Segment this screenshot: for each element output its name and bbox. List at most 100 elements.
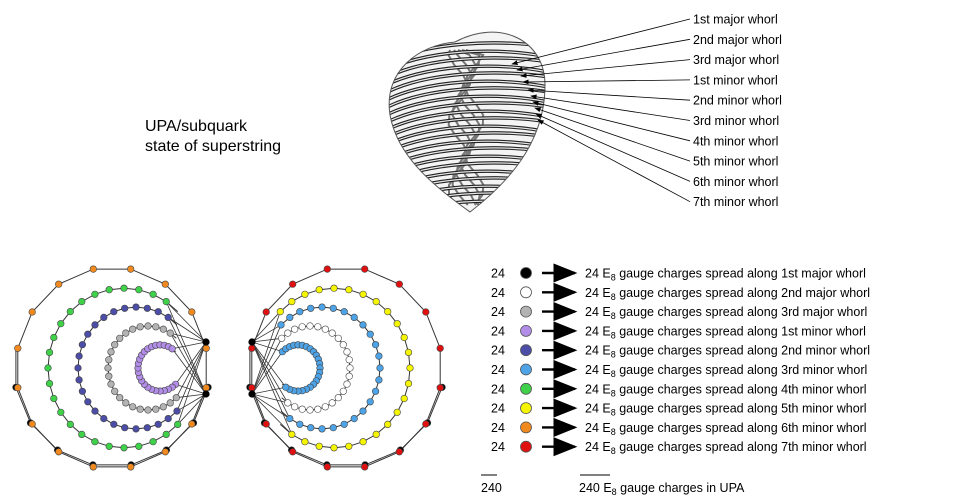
- charge-node: [74, 364, 82, 372]
- charge-node: [144, 406, 152, 414]
- charge-node: [321, 325, 329, 333]
- whorl-pointer-line: [516, 38, 691, 72]
- charge-node: [127, 265, 135, 273]
- charge-node: [315, 442, 323, 450]
- legend-swatch: [520, 440, 532, 453]
- charge-node: [376, 364, 384, 372]
- legend-swatch: [520, 382, 532, 395]
- legend-count: 24: [491, 402, 505, 416]
- charge-node: [78, 430, 86, 439]
- legend-label: 24 E8 gauge charges spread along 3rd min…: [585, 363, 867, 379]
- whorl-pointer-line: [537, 119, 691, 203]
- charge-node: [110, 420, 118, 428]
- charge-node: [375, 352, 383, 360]
- charge-node: [277, 321, 285, 329]
- charge-node: [248, 344, 256, 352]
- whorl-pointer-line: [511, 18, 691, 65]
- legend-label: 24 E8 gauge charges spread along 7th min…: [585, 440, 867, 456]
- charge-node: [188, 308, 196, 316]
- legend-count: 24: [491, 363, 505, 377]
- charge-node: [152, 323, 160, 331]
- charge-node: [288, 298, 296, 306]
- charge-node: [14, 384, 22, 392]
- legend-label-subscript: 8: [611, 273, 616, 283]
- charge-node: [375, 376, 383, 384]
- charge-node: [100, 313, 108, 322]
- charge-node: [345, 286, 353, 294]
- charge-node: [161, 448, 169, 456]
- legend-label-suffix: gauge charges spread along 2nd major who…: [616, 286, 870, 300]
- charge-node: [278, 334, 286, 342]
- legend-label-suffix: gauge charges spread along 3rd minor who…: [616, 363, 868, 377]
- charge-node: [372, 387, 380, 395]
- charge-node: [284, 329, 292, 337]
- whorl-label: 1st minor whorl: [693, 73, 778, 87]
- charge-node: [318, 425, 326, 433]
- charge-node: [372, 430, 380, 439]
- legend-label-subscript: 8: [611, 311, 616, 321]
- charge-node: [75, 376, 83, 384]
- charge-node: [173, 407, 181, 415]
- pole-node: [202, 390, 210, 398]
- charge-node: [116, 334, 124, 342]
- whorl-label: 1st major whorl: [693, 13, 778, 27]
- charge-node: [366, 398, 374, 406]
- charge-node: [129, 325, 137, 333]
- charge-node: [164, 313, 172, 322]
- charge-node: [400, 394, 408, 403]
- charge-node: [75, 352, 83, 360]
- charge-node: [330, 284, 338, 292]
- legend-label-prefix: 24 E: [585, 305, 611, 319]
- polytope-right: [246, 265, 446, 471]
- charge-node: [288, 430, 296, 439]
- charge-node: [323, 265, 331, 273]
- charge-node: [57, 408, 65, 416]
- charge-node: [136, 323, 144, 331]
- charge-node: [339, 341, 347, 349]
- charge-node: [301, 290, 309, 298]
- polytope-left: [12, 265, 212, 471]
- charge-node: [66, 420, 74, 429]
- whorl-pointer-line: [520, 59, 691, 78]
- charge-node: [314, 323, 322, 331]
- legend-label: 24 E8 gauge charges spread along 1st min…: [585, 324, 866, 340]
- charge-node: [296, 308, 304, 316]
- charge-node: [298, 323, 306, 331]
- charge-node: [296, 420, 304, 428]
- legend-label-prefix: 24 E: [585, 344, 611, 358]
- charge-node: [127, 463, 135, 471]
- charge-node: [132, 303, 140, 311]
- charge-node: [393, 320, 401, 328]
- charge-node: [111, 387, 119, 395]
- legend-label: 24 E8 gauge charges spread along 6th min…: [585, 421, 867, 437]
- charge-node: [330, 444, 338, 452]
- charge-node: [120, 444, 128, 452]
- charge-node: [55, 448, 63, 456]
- charge-node: [346, 364, 354, 372]
- charge-node: [28, 308, 36, 316]
- charge-node: [314, 405, 322, 413]
- legend-label-prefix: 24 E: [585, 402, 611, 416]
- charge-node: [323, 463, 331, 471]
- pole-node: [202, 338, 210, 346]
- charge-node: [84, 330, 92, 338]
- charge-node: [400, 333, 408, 342]
- legend-count: 24: [491, 324, 505, 338]
- charge-node: [262, 420, 270, 428]
- charge-node: [91, 438, 99, 446]
- charge-node: [276, 308, 284, 316]
- charge-node: [91, 290, 99, 298]
- legend-label-suffix: gauge charges spread along 5th minor who…: [616, 402, 867, 416]
- charge-node: [152, 405, 160, 413]
- legend-label: 24 E8 gauge charges spread along 2nd min…: [585, 344, 870, 360]
- charge-node: [334, 394, 342, 402]
- charge-node: [406, 364, 414, 372]
- charge-node: [350, 415, 358, 423]
- charge-node: [105, 372, 113, 380]
- charge-node: [55, 280, 63, 288]
- charge-node: [122, 329, 130, 337]
- charge-node: [104, 364, 112, 372]
- charge-node: [111, 341, 119, 349]
- charge-node: [343, 348, 351, 356]
- whorl-pointer-line: [522, 79, 691, 85]
